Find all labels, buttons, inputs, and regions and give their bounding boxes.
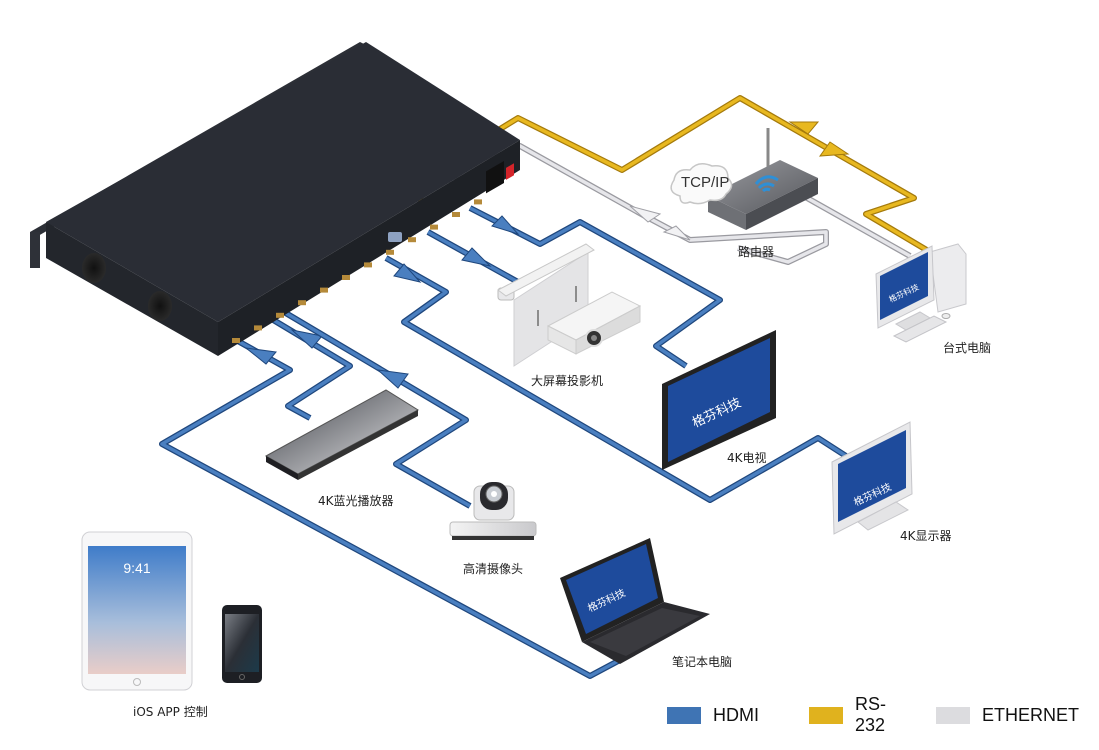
monitor-label: 4K显示器 [900, 529, 952, 543]
ethernet-cable-desktop [798, 191, 912, 259]
mouse [941, 313, 951, 319]
keyboard [892, 315, 948, 343]
hdmi-port [408, 237, 416, 243]
legend-swatch-ethernet [935, 706, 970, 724]
hd-camera [449, 482, 537, 540]
power-socket [486, 161, 504, 194]
legend-swatch-hdmi [667, 706, 701, 724]
hdmi-cable-bluray [268, 315, 353, 421]
hdmi-arrow [491, 215, 520, 236]
bluray-label: 4K蓝光播放器 [318, 494, 394, 508]
hdmi-port [320, 287, 328, 293]
ethernet-arrow [629, 205, 662, 223]
hdmi-cable-laptop [159, 337, 622, 679]
fan-vent [82, 253, 106, 283]
matrix-switcher [30, 42, 520, 356]
hdmi-port [430, 224, 438, 230]
camera-label: 高清摄像头 [463, 562, 524, 576]
hdmi-arrow [376, 369, 409, 389]
legend-item-ethernet: ETHERNET [935, 704, 1079, 726]
desktop-label: 台式电脑 [943, 341, 992, 355]
router: TCP/IP [670, 128, 818, 230]
hdmi-arrow [290, 329, 323, 349]
hdmi-cable-tv [468, 205, 723, 369]
legend-label-ethernet: ETHERNET [981, 704, 1079, 725]
4k-tv [662, 330, 776, 470]
legend: HDMI RS-232 ETHERNET [667, 694, 1099, 736]
hdmi-port [474, 199, 482, 205]
wifi-icon [754, 175, 779, 193]
legend-label-rs232: RS-232 [854, 694, 886, 735]
router-label: 路由器 [738, 245, 775, 259]
desktop-computer [875, 243, 967, 343]
power-switch [506, 163, 514, 180]
legend-swatch-rs232 [809, 706, 843, 724]
rs232-port [388, 232, 402, 242]
hdmi-port [452, 212, 460, 217]
ios-devices: 9:41 [81, 531, 262, 691]
ethernet-arrow [662, 225, 691, 241]
laptop-label: 笔记本电脑 [672, 655, 733, 669]
hdmi-port [276, 312, 284, 318]
hdmi-port [254, 325, 262, 331]
hdmi-port [342, 275, 350, 280]
hdmi-port [386, 249, 394, 255]
ethernet-cables [449, 143, 912, 265]
4k-monitor [831, 421, 913, 535]
legend-item-hdmi: HDMI [667, 705, 759, 726]
projector-label: 大屏幕投影机 [531, 374, 604, 388]
bluray-player [264, 389, 419, 480]
hdmi-cable-camera [282, 309, 472, 509]
legend-item-rs232: RS-232 [809, 694, 916, 736]
tcpip-cloud: TCP/IP [670, 163, 733, 205]
tv-label: 4K电视 [727, 451, 767, 465]
hdmi-cable-projector [426, 229, 520, 285]
hdmi-port [232, 338, 240, 343]
rs232-arrow [788, 121, 820, 135]
tcpip-label: TCP/IP [681, 174, 729, 191]
ios-label: iOS APP 控制 [133, 705, 208, 719]
hdmi-ports [232, 199, 482, 343]
hdmi-port [298, 300, 306, 306]
projector [546, 291, 642, 355]
hdmi-cables [159, 205, 848, 679]
legend-label-hdmi: HDMI [713, 704, 759, 725]
hdmi-arrow [461, 247, 492, 267]
hdmi-arrow [244, 347, 277, 365]
laptop [560, 538, 710, 664]
hdmi-cable-monitor [384, 255, 848, 503]
hdmi-arrow [393, 263, 422, 283]
projector-screen [497, 243, 642, 367]
fan-vent [148, 291, 172, 321]
rs232-arrow [818, 141, 850, 157]
hdmi-port [364, 262, 372, 268]
tablet-clock: 9:41 [123, 560, 150, 576]
